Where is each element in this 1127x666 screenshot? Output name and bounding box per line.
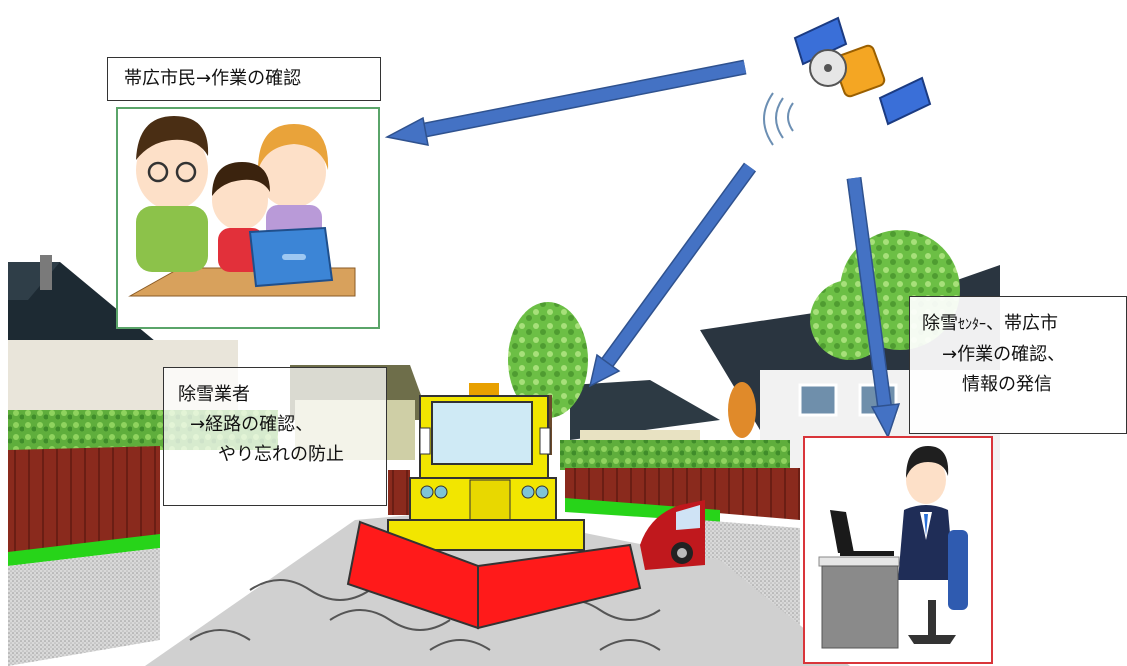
signal-waves-icon	[763, 92, 794, 146]
snowplow-icon	[346, 383, 642, 630]
arrow-to-center	[846, 177, 901, 439]
center-label-line-3: 情報の発信	[962, 374, 1052, 395]
center-label-line-1-c: 、帯広市	[986, 313, 1058, 334]
office-worker-icon	[803, 436, 993, 664]
operator-label-line-1: 除雪業者	[178, 384, 250, 405]
operator-label: 除雪業者 →経路の確認、 やり忘れの防止	[163, 367, 387, 506]
citizen-label-text: 帯広市民→作業の確認	[124, 68, 302, 89]
arrow-to-citizen	[384, 59, 747, 146]
center-label: 除雪ｾﾝﾀｰ、帯広市 →作業の確認、 情報の発信	[909, 296, 1127, 434]
operator-label-line-2: →経路の確認、	[190, 414, 314, 435]
wall-left	[8, 548, 160, 666]
satellite-icon	[793, 16, 932, 126]
family-computer-icon	[116, 107, 380, 329]
center-label-line-1: 除雪ｾﾝﾀｰ、帯広市	[922, 309, 1126, 340]
hedge-right	[560, 440, 790, 470]
citizen-label: 帯広市民→作業の確認	[107, 57, 381, 101]
center-label-line-2: →作業の確認、	[942, 344, 1066, 365]
car-icon	[640, 500, 705, 570]
arrow-to-snowplow	[588, 162, 757, 388]
center-label-line-1-a: 除雪	[922, 313, 958, 334]
center-label-line-1-b: ｾﾝﾀｰ	[958, 317, 986, 333]
operator-label-line-3: やり忘れの防止	[218, 444, 344, 465]
fence-left	[8, 446, 410, 566]
